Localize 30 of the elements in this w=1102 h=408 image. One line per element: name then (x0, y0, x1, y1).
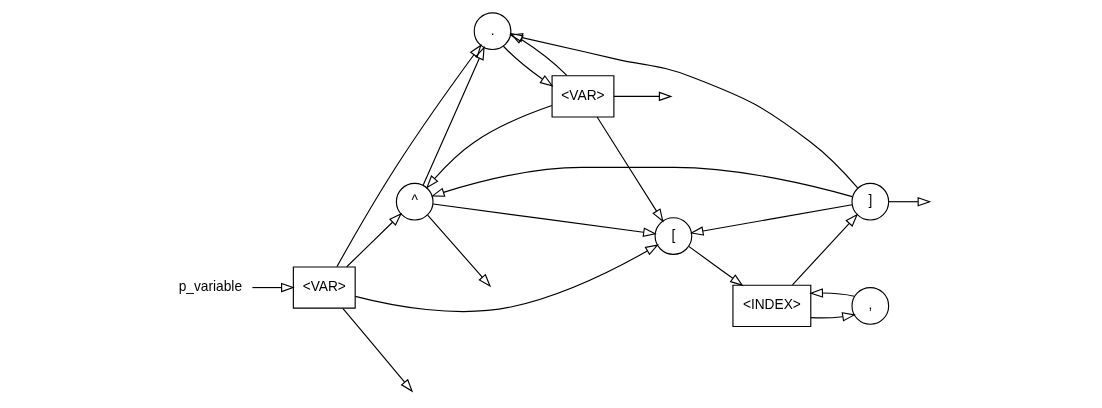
arrow (502, 45, 553, 87)
arrow (689, 204, 853, 236)
arrow (809, 312, 856, 322)
node-text: p_variable (178, 279, 242, 295)
arrow (251, 282, 295, 293)
arrow (508, 33, 858, 189)
node-box: <VAR> (292, 266, 356, 309)
arrow (687, 245, 744, 287)
arrow (596, 116, 664, 223)
node-circle: , (850, 287, 889, 325)
arrow (808, 288, 855, 298)
arrow (422, 46, 485, 186)
node-circle: ^ (395, 182, 434, 221)
node-circle: ] (850, 182, 889, 221)
arrow (341, 307, 413, 393)
arrow (612, 91, 673, 102)
arrow (791, 213, 858, 286)
arrow (509, 32, 567, 76)
node-box: <VAR> (551, 75, 614, 118)
arrow (432, 203, 657, 237)
arrow (345, 212, 402, 268)
arrow (430, 166, 853, 198)
arrow (426, 214, 491, 288)
arrow (887, 196, 931, 207)
node-box: <INDEX> (731, 284, 811, 328)
node-circle: . (473, 12, 511, 51)
node-circle: [ (654, 217, 692, 255)
arrow (354, 244, 659, 313)
arrow (335, 44, 482, 268)
arrow (425, 105, 552, 189)
